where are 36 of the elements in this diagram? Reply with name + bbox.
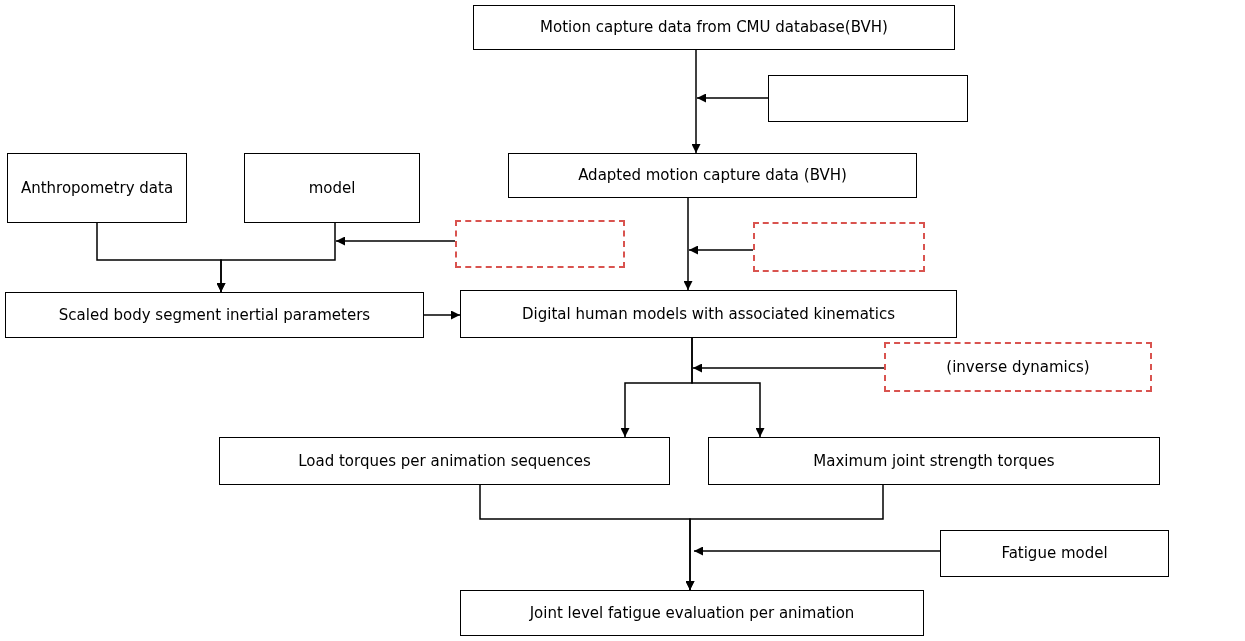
process-box [508, 153, 917, 198]
arrow [696, 93, 769, 103]
box-label: Digital human models with associated kinematics [521, 303, 896, 325]
arrow [685, 484, 884, 591]
tool-box [884, 342, 1152, 392]
arrow [691, 337, 765, 438]
arrow [691, 49, 701, 154]
box-label: Scaled body segment inertial parameters [57, 304, 372, 326]
box-label: model [307, 177, 357, 199]
process-box [460, 590, 924, 636]
arrow [693, 546, 941, 556]
box-label: Joint level fatigue evaluation per animation [528, 602, 856, 624]
arrow [335, 236, 456, 246]
process-box [219, 437, 670, 485]
process-box [940, 530, 1169, 577]
process-box [708, 437, 1160, 485]
box-label: Motion capture data from CMU database(BVH) [539, 17, 889, 39]
box-label: Maximum joint strength torques [812, 450, 1056, 472]
process-box [7, 153, 187, 223]
process-box [460, 290, 957, 338]
process-box [5, 292, 424, 338]
tool-box [753, 222, 925, 272]
box-label: Anthropometry data [19, 177, 175, 199]
arrow [423, 310, 461, 320]
process-box [768, 75, 968, 122]
process-box [473, 5, 955, 50]
arrow [683, 197, 693, 291]
arrow [216, 222, 336, 293]
arrow [688, 245, 754, 255]
tool-box [455, 220, 625, 268]
process-box [244, 153, 420, 223]
box-label: Adapted motion capture data (BVH) [577, 165, 848, 187]
box-label: (inverse dynamics) [945, 356, 1091, 378]
box-label: Load torques per animation sequences [297, 450, 592, 472]
box-label: Fatigue model [1000, 543, 1109, 565]
arrow [692, 363, 885, 373]
